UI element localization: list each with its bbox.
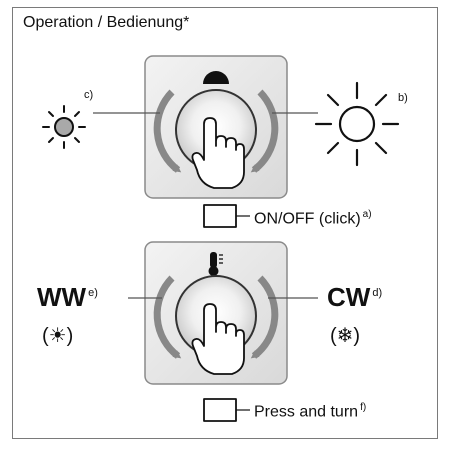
on-off-ref: a): [362, 209, 372, 220]
bright-sun-icon: [314, 81, 400, 167]
top-rotate-right-arrow: [250, 89, 279, 173]
bright-sun-ref: b): [398, 92, 408, 104]
bottom-rotate-left-arrow: [153, 275, 182, 359]
top-rotate-left-arrow: [153, 89, 182, 173]
diagram-frame: [12, 7, 438, 439]
dim-sun-ref: c): [84, 89, 94, 101]
bottom-hand-icon: [191, 303, 245, 422]
bottom-rotate-right-arrow: [250, 275, 279, 359]
top-hand-icon: [191, 117, 245, 228]
dimming-icon: [203, 71, 229, 84]
ww-ref: e): [88, 287, 98, 300]
dim-sun-icon: [42, 105, 86, 149]
cw-snowflake-symbol: (❄): [330, 325, 361, 347]
diagram-title: Operation / Bedienung*: [23, 14, 190, 31]
press-turn-ref: f): [360, 402, 367, 413]
cw-ref: d): [372, 287, 383, 300]
cw-text: CW: [327, 282, 371, 312]
on-off-text: ON/OFF (click): [254, 210, 361, 228]
thermometer-icon: [208, 252, 223, 276]
press-turn-text: Press and turn: [254, 403, 359, 421]
on-off-label: ON/OFF (click)a): [254, 209, 372, 228]
ww-text: WW: [37, 282, 87, 312]
ww-sun-symbol: (☀): [42, 325, 74, 347]
